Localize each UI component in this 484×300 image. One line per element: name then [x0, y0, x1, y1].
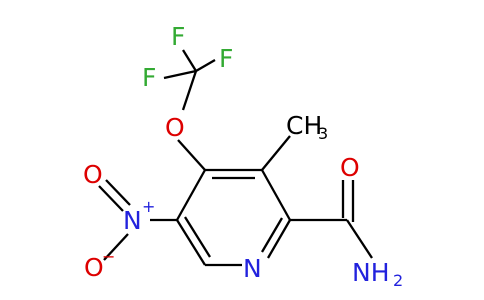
bond-nitro-o-top-double	[98, 185, 124, 212]
methyl-subscript: 3	[318, 124, 328, 143]
bond-c-f-right	[195, 59, 216, 72]
nitro-nitrogen-charge: +	[142, 197, 155, 216]
bond-o-ring	[177, 139, 206, 171]
bond-ring-c3-c2	[260, 169, 292, 221]
bond-c-f-top	[182, 49, 197, 72]
methyl-label: CH	[286, 111, 322, 140]
bond-camide-n	[346, 219, 373, 259]
bond-ring-c6-c5-inner	[184, 216, 211, 258]
bond-group	[98, 49, 373, 267]
fluorine-right-label: F	[219, 44, 233, 73]
bond-ring-c2-n-inner	[261, 217, 283, 253]
fluorine-top-label: F	[171, 22, 185, 51]
nitro-oxygen-top-label: O	[83, 160, 103, 189]
bond-ring-c5-c4	[175, 169, 207, 221]
atom-labels: F F F O CH 3 O NH 2 N N + O O −	[83, 22, 403, 290]
bond-c-f-left	[163, 69, 197, 80]
nitro-oxygen-bottom-charge: −	[102, 247, 115, 266]
bond-c3-ch3	[261, 135, 291, 171]
amine-subscript: 2	[393, 271, 403, 290]
bond-nitro-o-top	[105, 179, 131, 206]
ring-nitrogen-label: N	[243, 254, 262, 283]
bond-c-o-ether	[181, 70, 198, 111]
bond-ring-c6-c5	[176, 219, 206, 266]
fluorine-left-label: F	[142, 63, 156, 92]
oxygen-ether-label: O	[165, 113, 185, 142]
nitro-nitrogen-label: N	[123, 206, 142, 235]
oxygen-amide-label: O	[340, 153, 360, 182]
bond-nitro-o-bottom	[103, 233, 129, 261]
nitro-oxygen-bottom-label: O	[84, 253, 104, 282]
amine-label: NH	[352, 258, 390, 287]
bond-ring-c2-n	[267, 219, 291, 259]
